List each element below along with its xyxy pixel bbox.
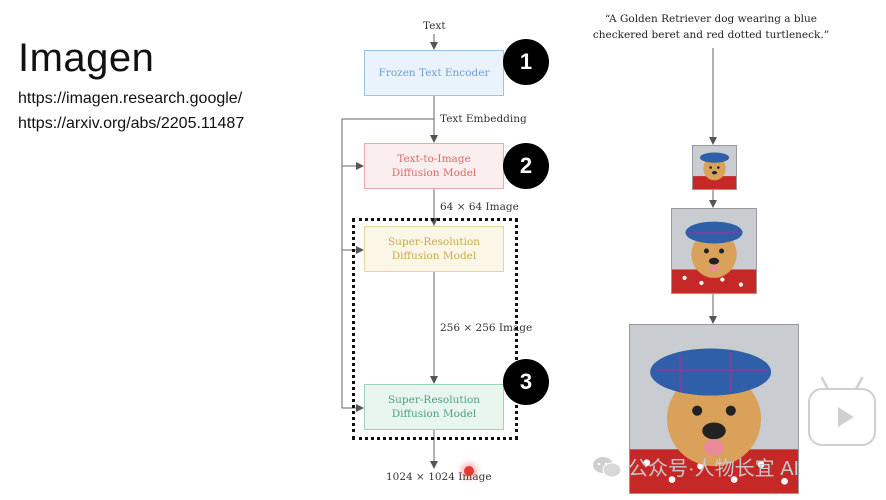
play-icon[interactable] — [808, 388, 876, 446]
step-badge-2: 2 — [503, 143, 549, 189]
dog-image-1024 — [629, 324, 799, 494]
slide-title: Imagen — [18, 36, 155, 80]
sr1-box-line2: Diffusion Model — [391, 250, 477, 262]
dog-illustration-small — [693, 146, 736, 189]
t2i-box-line2: Diffusion Model — [391, 167, 477, 179]
imagen-website-link[interactable]: https://imagen.research.google/ — [18, 90, 243, 107]
arxiv-paper-link[interactable]: https://arxiv.org/abs/2205.11487 — [18, 115, 245, 132]
dog-image-64 — [692, 145, 737, 190]
watermark-text: 公众号·人物长宜 AI — [628, 458, 800, 480]
image-1024-label: 1024 × 1024 Image — [386, 471, 492, 483]
watermark: 公众号·人物长宜 AI — [592, 452, 799, 481]
text-to-image-diffusion-box: Text-to-Image Diffusion Model — [364, 143, 504, 189]
prompt-line-1: “A Golden Retriever dog wearing a blue — [605, 13, 817, 25]
super-resolution-box-1: Super-Resolution Diffusion Model — [364, 226, 504, 272]
super-resolution-box-2: Super-Resolution Diffusion Model — [364, 384, 504, 430]
prompt-caption: “A Golden Retriever dog wearing a blue c… — [586, 12, 836, 44]
encoder-box-label: Frozen Text Encoder — [378, 66, 490, 79]
sr1-box-line1: Super-Resolution — [387, 235, 481, 248]
sr2-box-line1: Super-Resolution — [387, 393, 481, 406]
dog-illustration-large — [630, 325, 798, 493]
super-resolution-highlight-frame — [352, 218, 518, 440]
frozen-text-encoder-box: Frozen Text Encoder — [364, 50, 504, 96]
prompt-line-2: checkered beret and red dotted turtlenec… — [592, 28, 830, 41]
step-badge-3: 3 — [503, 359, 549, 405]
pointer-highlight — [464, 466, 474, 476]
sr2-box-line2: Diffusion Model — [391, 408, 477, 420]
play-icon-ears — [820, 376, 864, 390]
step-badge-1: 1 — [503, 39, 549, 85]
text-embedding-label: Text Embedding — [440, 113, 527, 125]
play-triangle-icon — [838, 407, 854, 427]
dog-illustration-medium — [672, 209, 756, 293]
t2i-box-line1: Text-to-Image — [397, 152, 471, 165]
image-64-label: 64 × 64 Image — [440, 201, 519, 213]
wechat-icon — [593, 456, 622, 477]
input-text-label: Text — [423, 20, 446, 32]
image-256-label: 256 × 256 Image — [440, 322, 533, 334]
dog-image-256 — [671, 208, 757, 294]
